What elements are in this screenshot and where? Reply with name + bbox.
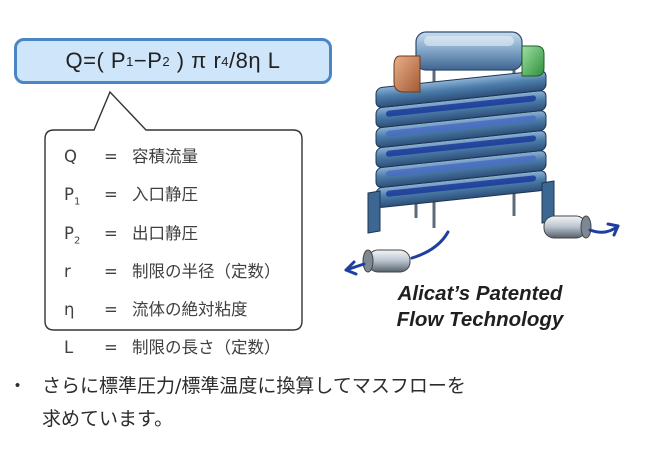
note-line1: さらに標準圧力/標準温度に換算してマスフローを	[42, 375, 466, 397]
outlet-cylinder	[543, 215, 592, 239]
variable-legend: Q = 容積流量 P1 = 入口静圧 P2 = 出口静圧 r = 制限の半径（定…	[64, 141, 300, 371]
flow-arrows	[344, 222, 620, 276]
legend-symbol: P1	[64, 185, 81, 208]
laminar-flow-element-illustration	[344, 31, 620, 276]
legend-row-r: r = 制限の半径（定数）	[64, 256, 300, 294]
legend-equals: =	[104, 185, 118, 205]
formula-suffix: /8η L	[229, 48, 281, 73]
legend-description: 制限の半径（定数）	[132, 261, 281, 281]
legend-symbol: r	[64, 261, 71, 281]
legend-description: 制限の長さ（定数）	[132, 338, 281, 358]
laminar-plate-stack	[375, 70, 547, 208]
formula-mid: ) π r	[176, 48, 222, 73]
formula-sub1: 1	[126, 53, 134, 69]
formula-exp: 4	[221, 53, 230, 69]
bullet-note: ・ さらに標準圧力/標準温度に換算してマスフローを 求めています。	[8, 370, 638, 436]
legend-equals: =	[104, 223, 118, 243]
caption-line2: Flow Technology	[396, 308, 564, 331]
formula-prefix: Q=( P	[65, 48, 127, 73]
legend-row-q: Q = 容積流量	[64, 141, 300, 179]
legend-symbol: L	[64, 338, 74, 358]
inlet-cylinder	[362, 249, 411, 273]
formula-minus: −P	[133, 48, 163, 73]
legend-description: 流体の絶対粘度	[132, 300, 248, 320]
legend-equals: =	[104, 147, 118, 166]
legend-symbol: η	[64, 300, 75, 320]
sensor-housing	[393, 31, 545, 93]
illustration-caption: Alicat’s Patented Flow Technology	[362, 281, 598, 333]
legend-symbol: Q	[64, 147, 77, 166]
caption-line1: Alicat’s Patented	[397, 282, 563, 305]
formula-sub2: 2	[162, 53, 171, 69]
legend-equals: =	[104, 300, 118, 320]
legend-equals: =	[104, 261, 118, 281]
legend-symbol: P2	[64, 223, 81, 246]
legend-row-p2: P2 = 出口静圧	[64, 218, 300, 256]
flow-channel-flanges	[367, 180, 555, 234]
legend-description: 入口静圧	[132, 185, 198, 205]
legend-row-l: L = 制限の長さ（定数）	[64, 332, 300, 370]
legend-description: 出口静圧	[132, 223, 198, 243]
legend-description: 容積流量	[132, 147, 198, 166]
note-line2: 求めています。	[42, 408, 174, 430]
legend-row-eta: η = 流体の絶対粘度	[64, 294, 300, 332]
bullet-marker: ・	[8, 375, 28, 397]
legend-row-p1: P1 = 入口静圧	[64, 179, 300, 217]
legend-equals: =	[104, 338, 118, 358]
